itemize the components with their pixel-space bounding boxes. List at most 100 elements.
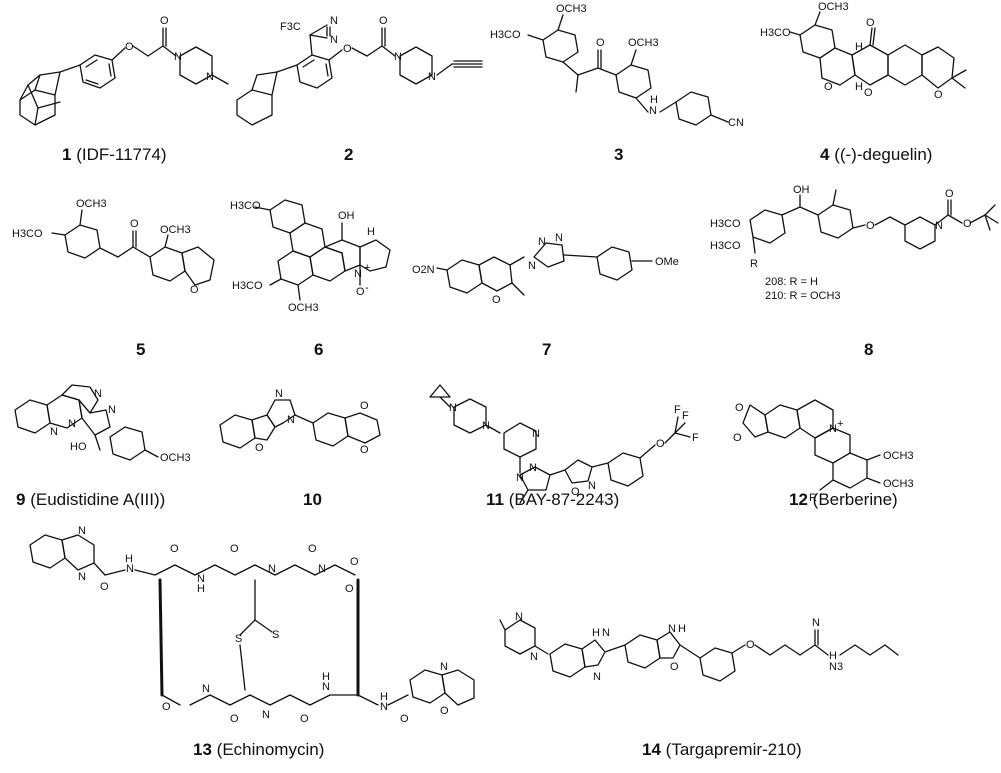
atom-label: O xyxy=(379,15,388,27)
compound-10-caption: 10 xyxy=(303,490,322,510)
compound-number: 13 xyxy=(193,740,212,759)
atom-label: O xyxy=(733,432,742,444)
atom-label: O xyxy=(440,705,449,717)
structure-1: O O N N xyxy=(0,0,250,145)
atom-label: N xyxy=(482,420,490,432)
atom-label: OCH3 xyxy=(883,478,914,490)
atom-label: N xyxy=(197,573,205,585)
compound-8-caption: 8 xyxy=(864,340,873,360)
atom-label: N xyxy=(812,617,820,629)
structure-3: OCH3 H3CO O OCH3 N H CN xyxy=(488,0,758,145)
compound-4: OCH3 H3CO O H H O O O 4 ((-)-deguelin) xyxy=(760,0,1001,170)
compound-name: (Targapremir-210) xyxy=(665,740,802,759)
atom-label: H3CO xyxy=(490,29,521,41)
atom-label: N xyxy=(538,236,546,248)
atom-label: F xyxy=(682,410,689,422)
atom-label: O xyxy=(308,543,317,555)
atom-label: H3CO xyxy=(230,200,261,212)
structure-7: O2N O N N N OMe xyxy=(412,185,702,340)
compound-number: 4 xyxy=(820,145,830,164)
compound-8: H3CO OH H3CO R O N O O 208: R = H 210: R… xyxy=(700,184,1001,365)
atom-label: O xyxy=(866,220,875,232)
atom-label: H xyxy=(367,226,375,238)
atom-label: N xyxy=(602,627,610,639)
atom-label: N xyxy=(555,232,563,244)
atom-label: N xyxy=(354,268,362,280)
atom-label: N xyxy=(174,51,182,63)
compound-number: 6 xyxy=(314,340,324,359)
atom-label: O xyxy=(571,486,580,498)
atom-label: OCH3 xyxy=(883,450,914,462)
atom-label: N xyxy=(275,388,283,400)
compound-1-caption: 1 (IDF-11774) xyxy=(62,145,167,165)
compound-number: 1 xyxy=(62,145,72,164)
structure-9: N N N N HO OCH3 xyxy=(0,384,220,540)
compound-name: (IDF-11774) xyxy=(76,145,167,164)
compound-6: H3CO OH H N + O - H3CO OCH3 6 xyxy=(230,185,430,365)
atom-label: N xyxy=(78,571,86,583)
compound-number: 3 xyxy=(614,145,624,164)
atom-label: N xyxy=(829,423,837,435)
atom-label: N xyxy=(380,701,388,713)
compound-number: 7 xyxy=(542,340,552,359)
atom-label: O xyxy=(735,402,744,414)
atom-label: O xyxy=(343,43,352,55)
atom-label: F xyxy=(674,404,681,416)
atom-label: N xyxy=(68,418,76,430)
compound-2: F3C N N O O N N 2 xyxy=(232,0,502,170)
atom-label: O xyxy=(100,581,109,593)
compound-name: (BAY-87-2243) xyxy=(508,490,620,509)
atom-label: H xyxy=(855,41,863,53)
compound-number: 9 xyxy=(16,490,26,509)
atom-label: N xyxy=(330,34,338,46)
atom-label: N xyxy=(935,220,943,232)
atom-label: HO xyxy=(70,441,87,453)
compound-number: 11 xyxy=(486,490,504,509)
atom-label: H xyxy=(125,553,133,565)
atom-label: F3C xyxy=(280,21,301,33)
atom-label: OCH3 xyxy=(160,224,191,236)
compound-13-caption: 13 (Echinomycin) xyxy=(193,740,324,760)
compound-9: N N N N HO OCH3 9 (Eudistidine A(III)) xyxy=(0,384,220,565)
atom-label: H xyxy=(855,81,863,93)
atom-label: OH xyxy=(793,184,810,196)
atom-label: R xyxy=(809,492,817,504)
atom-label: S xyxy=(235,633,242,645)
atom-label: N xyxy=(394,51,402,63)
atom-label: O xyxy=(824,81,833,93)
compound-11-caption: 11 (BAY-87-2243) xyxy=(486,490,619,510)
atom-label: CN xyxy=(728,117,744,129)
atom-label: O xyxy=(934,89,943,101)
atom-label: N xyxy=(528,260,536,272)
atom-label: N xyxy=(588,480,596,492)
atom-label: N xyxy=(318,563,326,575)
compound-name: (Eudistidine A(III)) xyxy=(30,490,166,509)
atom-label: N xyxy=(649,105,657,117)
compound-number: 2 xyxy=(344,145,354,164)
atom-label: H3CO xyxy=(232,280,263,292)
atom-label: H xyxy=(678,623,686,635)
structure-11: N N N N N O N O F F F xyxy=(420,384,725,540)
compound-3: OCH3 H3CO O OCH3 N H CN 3 xyxy=(488,0,758,170)
atom-label: N xyxy=(268,563,276,575)
structure-12: O O N + OCH3 OCH3 R xyxy=(725,385,1001,540)
atom-label: S xyxy=(272,629,279,641)
compound-5: OCH3 H3CO O OCH3 O 5 xyxy=(0,185,230,365)
atom-label: O xyxy=(125,41,134,53)
structure-5: OCH3 H3CO O OCH3 O xyxy=(0,185,230,340)
compound-number: 5 xyxy=(136,340,146,359)
atom-label: N xyxy=(530,651,538,663)
atom-label: H3CO xyxy=(760,27,791,39)
compound-name: ((-)-deguelin) xyxy=(834,145,933,164)
compound-number: 12 xyxy=(789,490,808,509)
atom-label: + xyxy=(837,418,843,430)
atom-label: O xyxy=(360,400,369,412)
atom-label: N xyxy=(287,414,295,426)
atom-label: N xyxy=(202,683,210,695)
atom-label: N xyxy=(440,661,448,673)
atom-label: H3CO xyxy=(710,240,741,252)
atom-label: O xyxy=(190,284,199,296)
atom-label: N xyxy=(428,71,436,83)
compound-14: N N H N N H N O O N H N3 14 (Targapremir… xyxy=(490,610,1001,773)
